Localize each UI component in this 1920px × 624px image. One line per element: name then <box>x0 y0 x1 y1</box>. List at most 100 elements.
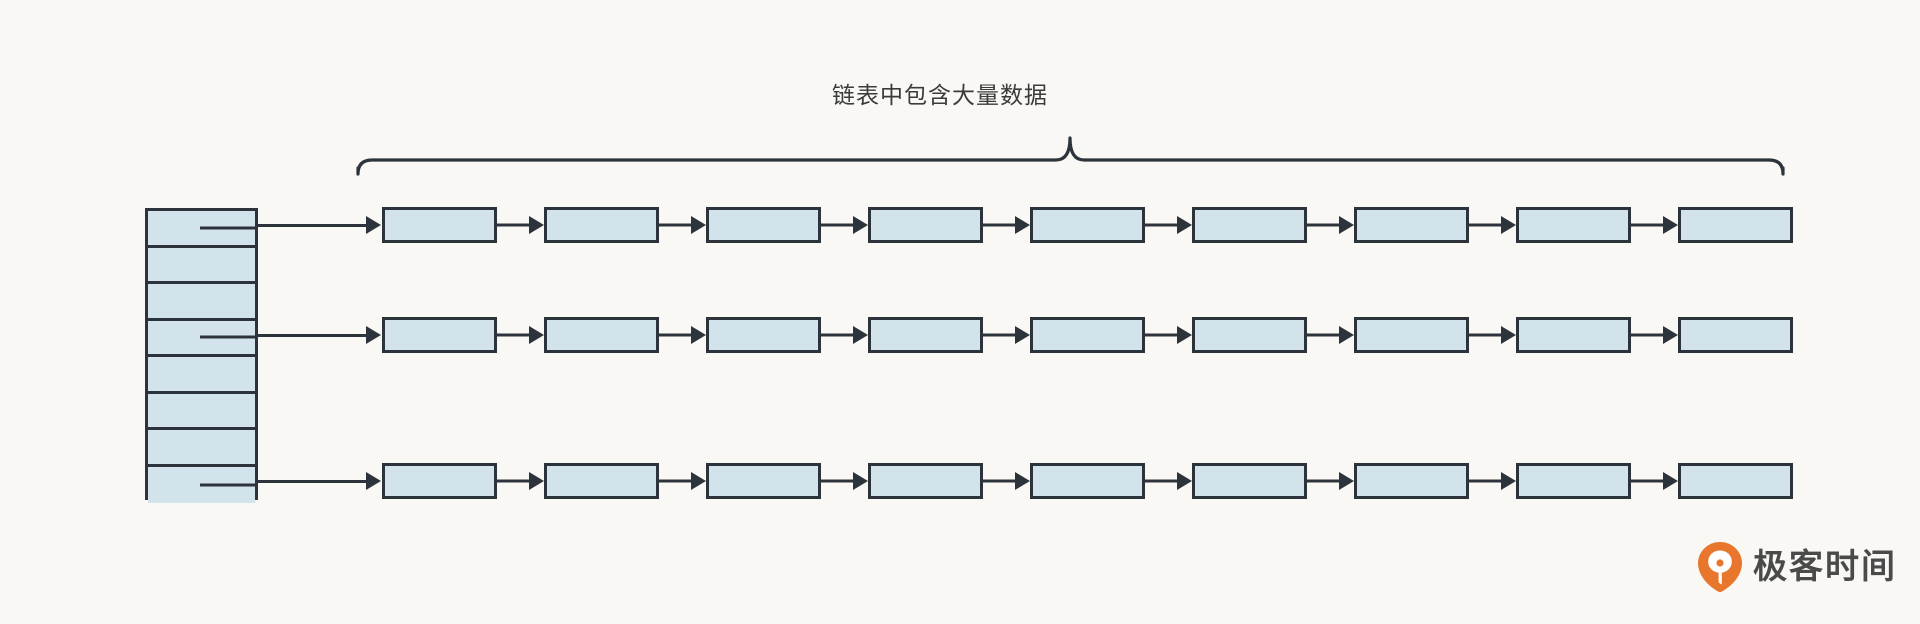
arrow-shaft <box>659 479 693 483</box>
list-node <box>868 317 983 353</box>
arrow-head <box>1177 216 1192 234</box>
arrow-shaft <box>821 479 855 483</box>
list-node <box>1354 317 1469 353</box>
next-pointer-arrow <box>659 317 706 353</box>
next-pointer-arrow <box>1631 463 1678 499</box>
arrow-head <box>691 326 706 344</box>
list-node <box>382 207 497 243</box>
arrow-shaft <box>821 333 855 337</box>
arrow-shaft <box>1145 333 1179 337</box>
bucket-cell-3 <box>148 320 255 357</box>
arrow-head <box>1501 216 1516 234</box>
bucket-cell-6 <box>148 430 255 467</box>
arrow-head <box>529 326 544 344</box>
next-pointer-arrow <box>1307 207 1354 243</box>
next-pointer-arrow <box>1631 317 1678 353</box>
arrow-head <box>691 472 706 490</box>
brand-name: 极客时间 <box>1753 548 1897 586</box>
arrow-head <box>853 326 868 344</box>
next-pointer-arrow <box>659 463 706 499</box>
arrow-head <box>1663 326 1678 344</box>
next-pointer-arrow <box>1307 463 1354 499</box>
arrow-head <box>1663 216 1678 234</box>
arrow-head <box>1339 472 1354 490</box>
next-pointer-arrow <box>1145 463 1192 499</box>
bucket-connector-arrow-0 <box>366 216 381 234</box>
next-pointer-arrow <box>983 463 1030 499</box>
hash-bucket-array <box>145 208 258 503</box>
bucket-pointer-stub-3 <box>200 335 255 339</box>
arrow-head <box>1501 326 1516 344</box>
list-node <box>1192 317 1307 353</box>
bucket-cell-1 <box>148 247 255 284</box>
list-node <box>868 463 983 499</box>
list-node <box>544 463 659 499</box>
arrow-head <box>1663 472 1678 490</box>
arrow-shaft <box>1307 479 1341 483</box>
arrow-shaft <box>983 479 1017 483</box>
arrow-head <box>529 216 544 234</box>
list-node <box>706 207 821 243</box>
next-pointer-arrow <box>1631 207 1678 243</box>
next-pointer-arrow <box>983 207 1030 243</box>
list-node <box>1678 317 1793 353</box>
list-node <box>1030 207 1145 243</box>
arrow-shaft <box>497 333 531 337</box>
brand-logo: 极客时间 <box>1697 541 1897 593</box>
arrow-head <box>1501 472 1516 490</box>
next-pointer-arrow <box>821 317 868 353</box>
geektime-pin-logo <box>1697 541 1743 593</box>
arrow-head <box>1177 472 1192 490</box>
next-pointer-arrow <box>1469 207 1516 243</box>
arrow-head <box>1015 472 1030 490</box>
next-pointer-arrow <box>1145 207 1192 243</box>
bucket-cell-4 <box>148 357 255 394</box>
list-node <box>382 463 497 499</box>
diagram-caption: 链表中包含大量数据 <box>832 82 1048 108</box>
arrow-shaft <box>1631 479 1665 483</box>
list-node <box>1516 463 1631 499</box>
arrow-head <box>853 472 868 490</box>
linked-list-row-7 <box>382 463 1793 499</box>
next-pointer-arrow <box>821 463 868 499</box>
list-node <box>1678 463 1793 499</box>
next-pointer-arrow <box>497 207 544 243</box>
bucket-cell-0 <box>148 211 255 248</box>
bucket-cell-2 <box>148 284 255 321</box>
list-node <box>1516 317 1631 353</box>
list-node <box>1354 463 1469 499</box>
arrow-shaft <box>497 223 531 227</box>
next-pointer-arrow <box>497 463 544 499</box>
arrow-shaft <box>1469 223 1503 227</box>
arrow-shaft <box>1307 333 1341 337</box>
arrow-shaft <box>1307 223 1341 227</box>
bucket-cell-7 <box>148 466 255 503</box>
arrow-head <box>691 216 706 234</box>
arrow-shaft <box>1469 333 1503 337</box>
arrow-head <box>1015 326 1030 344</box>
next-pointer-arrow <box>983 317 1030 353</box>
arrow-head <box>529 472 544 490</box>
arrow-shaft <box>821 223 855 227</box>
list-node <box>1354 207 1469 243</box>
next-pointer-arrow <box>1469 463 1516 499</box>
bucket-connector-0 <box>258 223 367 227</box>
arrow-shaft <box>659 333 693 337</box>
linked-list-row-3 <box>382 317 1793 353</box>
next-pointer-arrow <box>821 207 868 243</box>
arrow-shaft <box>1631 223 1665 227</box>
list-node <box>1192 463 1307 499</box>
list-node <box>868 207 983 243</box>
arrow-shaft <box>983 333 1017 337</box>
list-node <box>544 317 659 353</box>
arrow-shaft <box>1145 223 1179 227</box>
arrow-head <box>1177 326 1192 344</box>
list-node <box>382 317 497 353</box>
next-pointer-arrow <box>1307 317 1354 353</box>
next-pointer-arrow <box>497 317 544 353</box>
list-node <box>1030 317 1145 353</box>
list-node <box>706 463 821 499</box>
list-node <box>544 207 659 243</box>
list-node <box>1516 207 1631 243</box>
arrow-shaft <box>497 479 531 483</box>
